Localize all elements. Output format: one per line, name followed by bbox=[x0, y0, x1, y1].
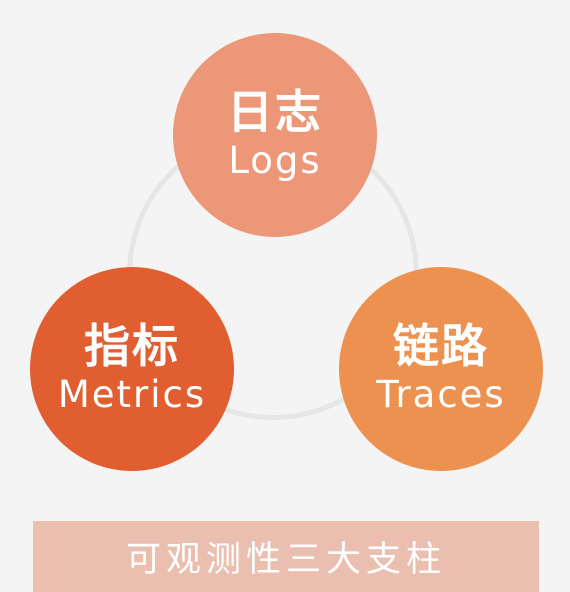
metrics-en-label: Metrics bbox=[57, 373, 207, 416]
traces-pillar: 链路 Traces bbox=[339, 267, 543, 471]
traces-zh-label: 链路 bbox=[393, 319, 489, 373]
logs-zh-label: 日志 bbox=[227, 85, 323, 139]
caption-text: 可观测性三大支柱 bbox=[125, 540, 446, 580]
caption-banner: 可观测性三大支柱 bbox=[33, 521, 539, 592]
metrics-zh-label: 指标 bbox=[84, 319, 180, 373]
logs-pillar: 日志 Logs bbox=[173, 33, 377, 237]
metrics-pillar: 指标 Metrics bbox=[30, 267, 234, 471]
traces-en-label: Traces bbox=[376, 373, 506, 416]
logs-en-label: Logs bbox=[228, 139, 322, 182]
